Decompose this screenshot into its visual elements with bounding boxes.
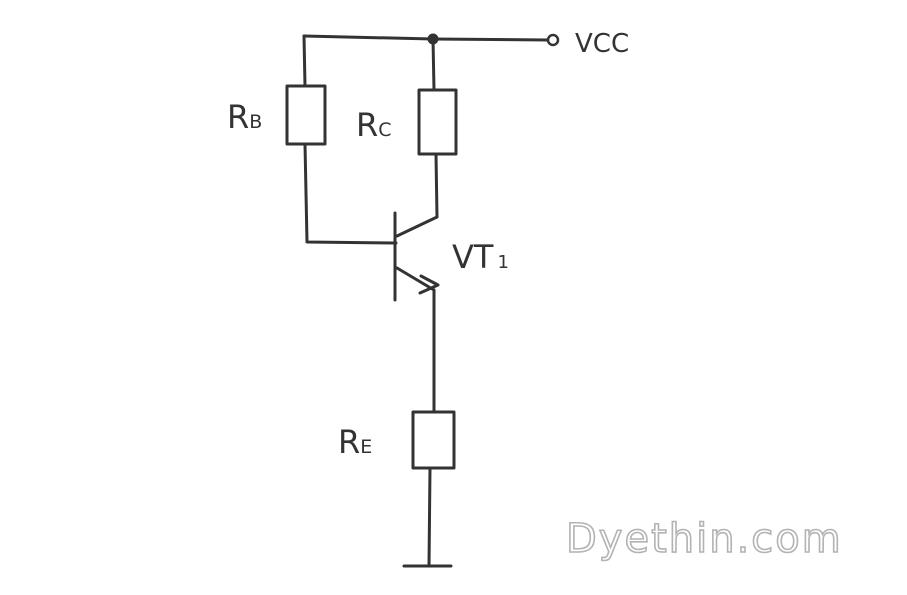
vt1-subscript: 1 [497, 252, 508, 273]
vcc-terminal [546, 33, 560, 47]
re-letter: R [338, 423, 360, 461]
transistor-emitter [395, 266, 436, 292]
emitter-arrow [418, 274, 440, 295]
vt1-name: VT [452, 238, 494, 276]
re-label: RE [338, 423, 372, 461]
rb-bottom-wire [303, 142, 398, 245]
rc-letter: R [356, 106, 378, 144]
re-bottom-wire [427, 466, 432, 568]
rb-subscript: B [249, 111, 262, 133]
vcc-label: VCC [575, 29, 629, 59]
transistor-collector [395, 215, 439, 238]
rb-top-wire [302, 34, 307, 88]
rc-label: RC [356, 106, 392, 144]
rc-bottom-wire [434, 152, 439, 219]
watermark-text: Dyethin.com [566, 516, 843, 562]
rb-letter: R [227, 98, 249, 136]
resistor-rc [417, 88, 458, 156]
rc-top-wire [431, 37, 436, 92]
resistor-re [411, 410, 456, 470]
vcc-rail [302, 34, 550, 42]
rb-label: RB [227, 98, 262, 136]
rc-subscript: C [378, 119, 391, 141]
re-subscript: E [360, 436, 372, 458]
resistor-rb [285, 84, 327, 146]
